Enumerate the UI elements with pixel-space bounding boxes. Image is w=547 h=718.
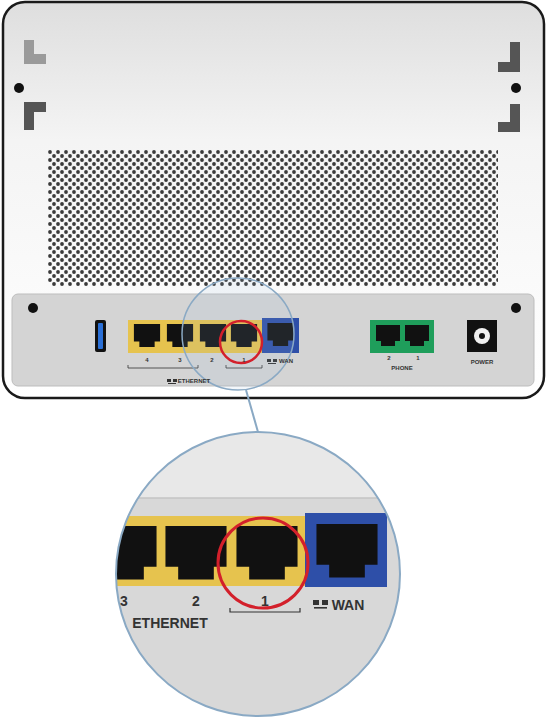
port-number: 2 <box>210 357 213 363</box>
port-number: 3 <box>120 594 128 608</box>
magnifier-leader <box>246 390 258 432</box>
port-number: 4 <box>145 357 148 363</box>
port-number: 2 <box>192 594 200 608</box>
router-housing <box>3 2 544 398</box>
highlight-ring <box>218 518 308 608</box>
port-label: POWER <box>471 359 494 365</box>
phone-ports <box>376 325 429 346</box>
screw <box>28 303 38 313</box>
zoom-view <box>95 428 410 718</box>
usb-port-insert <box>98 323 103 349</box>
power-jack-ring <box>474 328 490 344</box>
power-jack-pin <box>479 333 485 339</box>
mount-brackets <box>14 40 521 132</box>
phone-block <box>370 320 434 353</box>
zoom-circle-outline <box>116 432 400 716</box>
usb-port <box>95 320 106 352</box>
port-number: 1 <box>416 355 419 361</box>
power-jack <box>467 320 497 352</box>
port-number: 1 <box>261 594 269 608</box>
port-group-label: PHONE <box>391 365 412 371</box>
highlight-ring <box>220 321 262 363</box>
port-group-label: ETHERNET <box>132 616 207 630</box>
port-group-label: ETHERNET <box>178 378 210 384</box>
port-label: WAN <box>279 358 293 364</box>
port-label: WAN <box>332 598 365 612</box>
port-number: 1 <box>242 357 245 363</box>
vent-grid <box>48 150 498 286</box>
magnifier-lens <box>182 278 294 390</box>
screw <box>511 303 521 313</box>
port-number: 3 <box>178 357 181 363</box>
port-number: 2 <box>387 355 390 361</box>
